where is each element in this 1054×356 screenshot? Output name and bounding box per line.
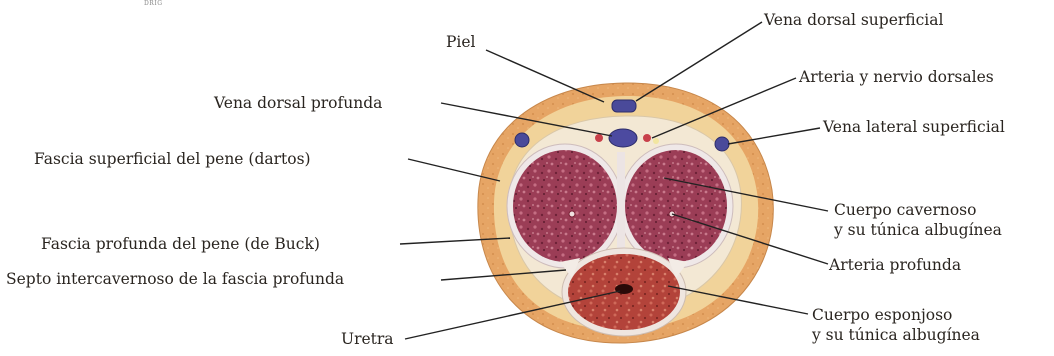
label-tunica-albuginea-esponjoso: y su túnica albugínea [812, 326, 980, 344]
label-vena-dorsal-superficial: Vena dorsal superficial [764, 11, 943, 29]
label-septo-intercavernoso: Septo intercavernoso de la fascia profun… [6, 270, 344, 288]
left-deep-artery [569, 211, 575, 217]
label-cuerpo-esponjoso: Cuerpo esponjoso [812, 306, 952, 324]
urethra [615, 284, 633, 294]
label-fascia-profunda: Fascia profunda del pene (de Buck) [41, 235, 320, 253]
leader-vena-dorsal-superficial [636, 22, 762, 101]
label-tunica-albuginea-cavernoso: y su túnica albugínea [834, 221, 1002, 239]
label-vena-dorsal-profunda: Vena dorsal profunda [214, 94, 382, 112]
label-piel: Piel [446, 33, 476, 51]
superficial-dorsal-vein [612, 100, 636, 112]
label-fascia-superficial: Fascia superficial del pene (dartos) [34, 150, 311, 168]
lateral-vein-left [515, 133, 529, 147]
dorsal-artery-left [595, 134, 603, 142]
lateral-vein-right [715, 137, 729, 151]
left-cavernosum [513, 150, 617, 262]
label-vena-lateral-superficial: Vena lateral superficial [823, 118, 1005, 136]
dorsal-nerve [653, 138, 659, 144]
label-arteria-nervio-dorsales: Arteria y nervio dorsales [799, 68, 994, 86]
label-uretra: Uretra [341, 330, 394, 348]
dorsal-artery [643, 134, 651, 142]
deep-dorsal-vein [609, 129, 637, 147]
label-cuerpo-cavernoso: Cuerpo cavernoso [834, 201, 976, 219]
leader-piel [486, 50, 604, 102]
septum [617, 152, 625, 262]
right-cavernosum [625, 150, 727, 262]
label-arteria-profunda: Arteria profunda [829, 256, 961, 274]
